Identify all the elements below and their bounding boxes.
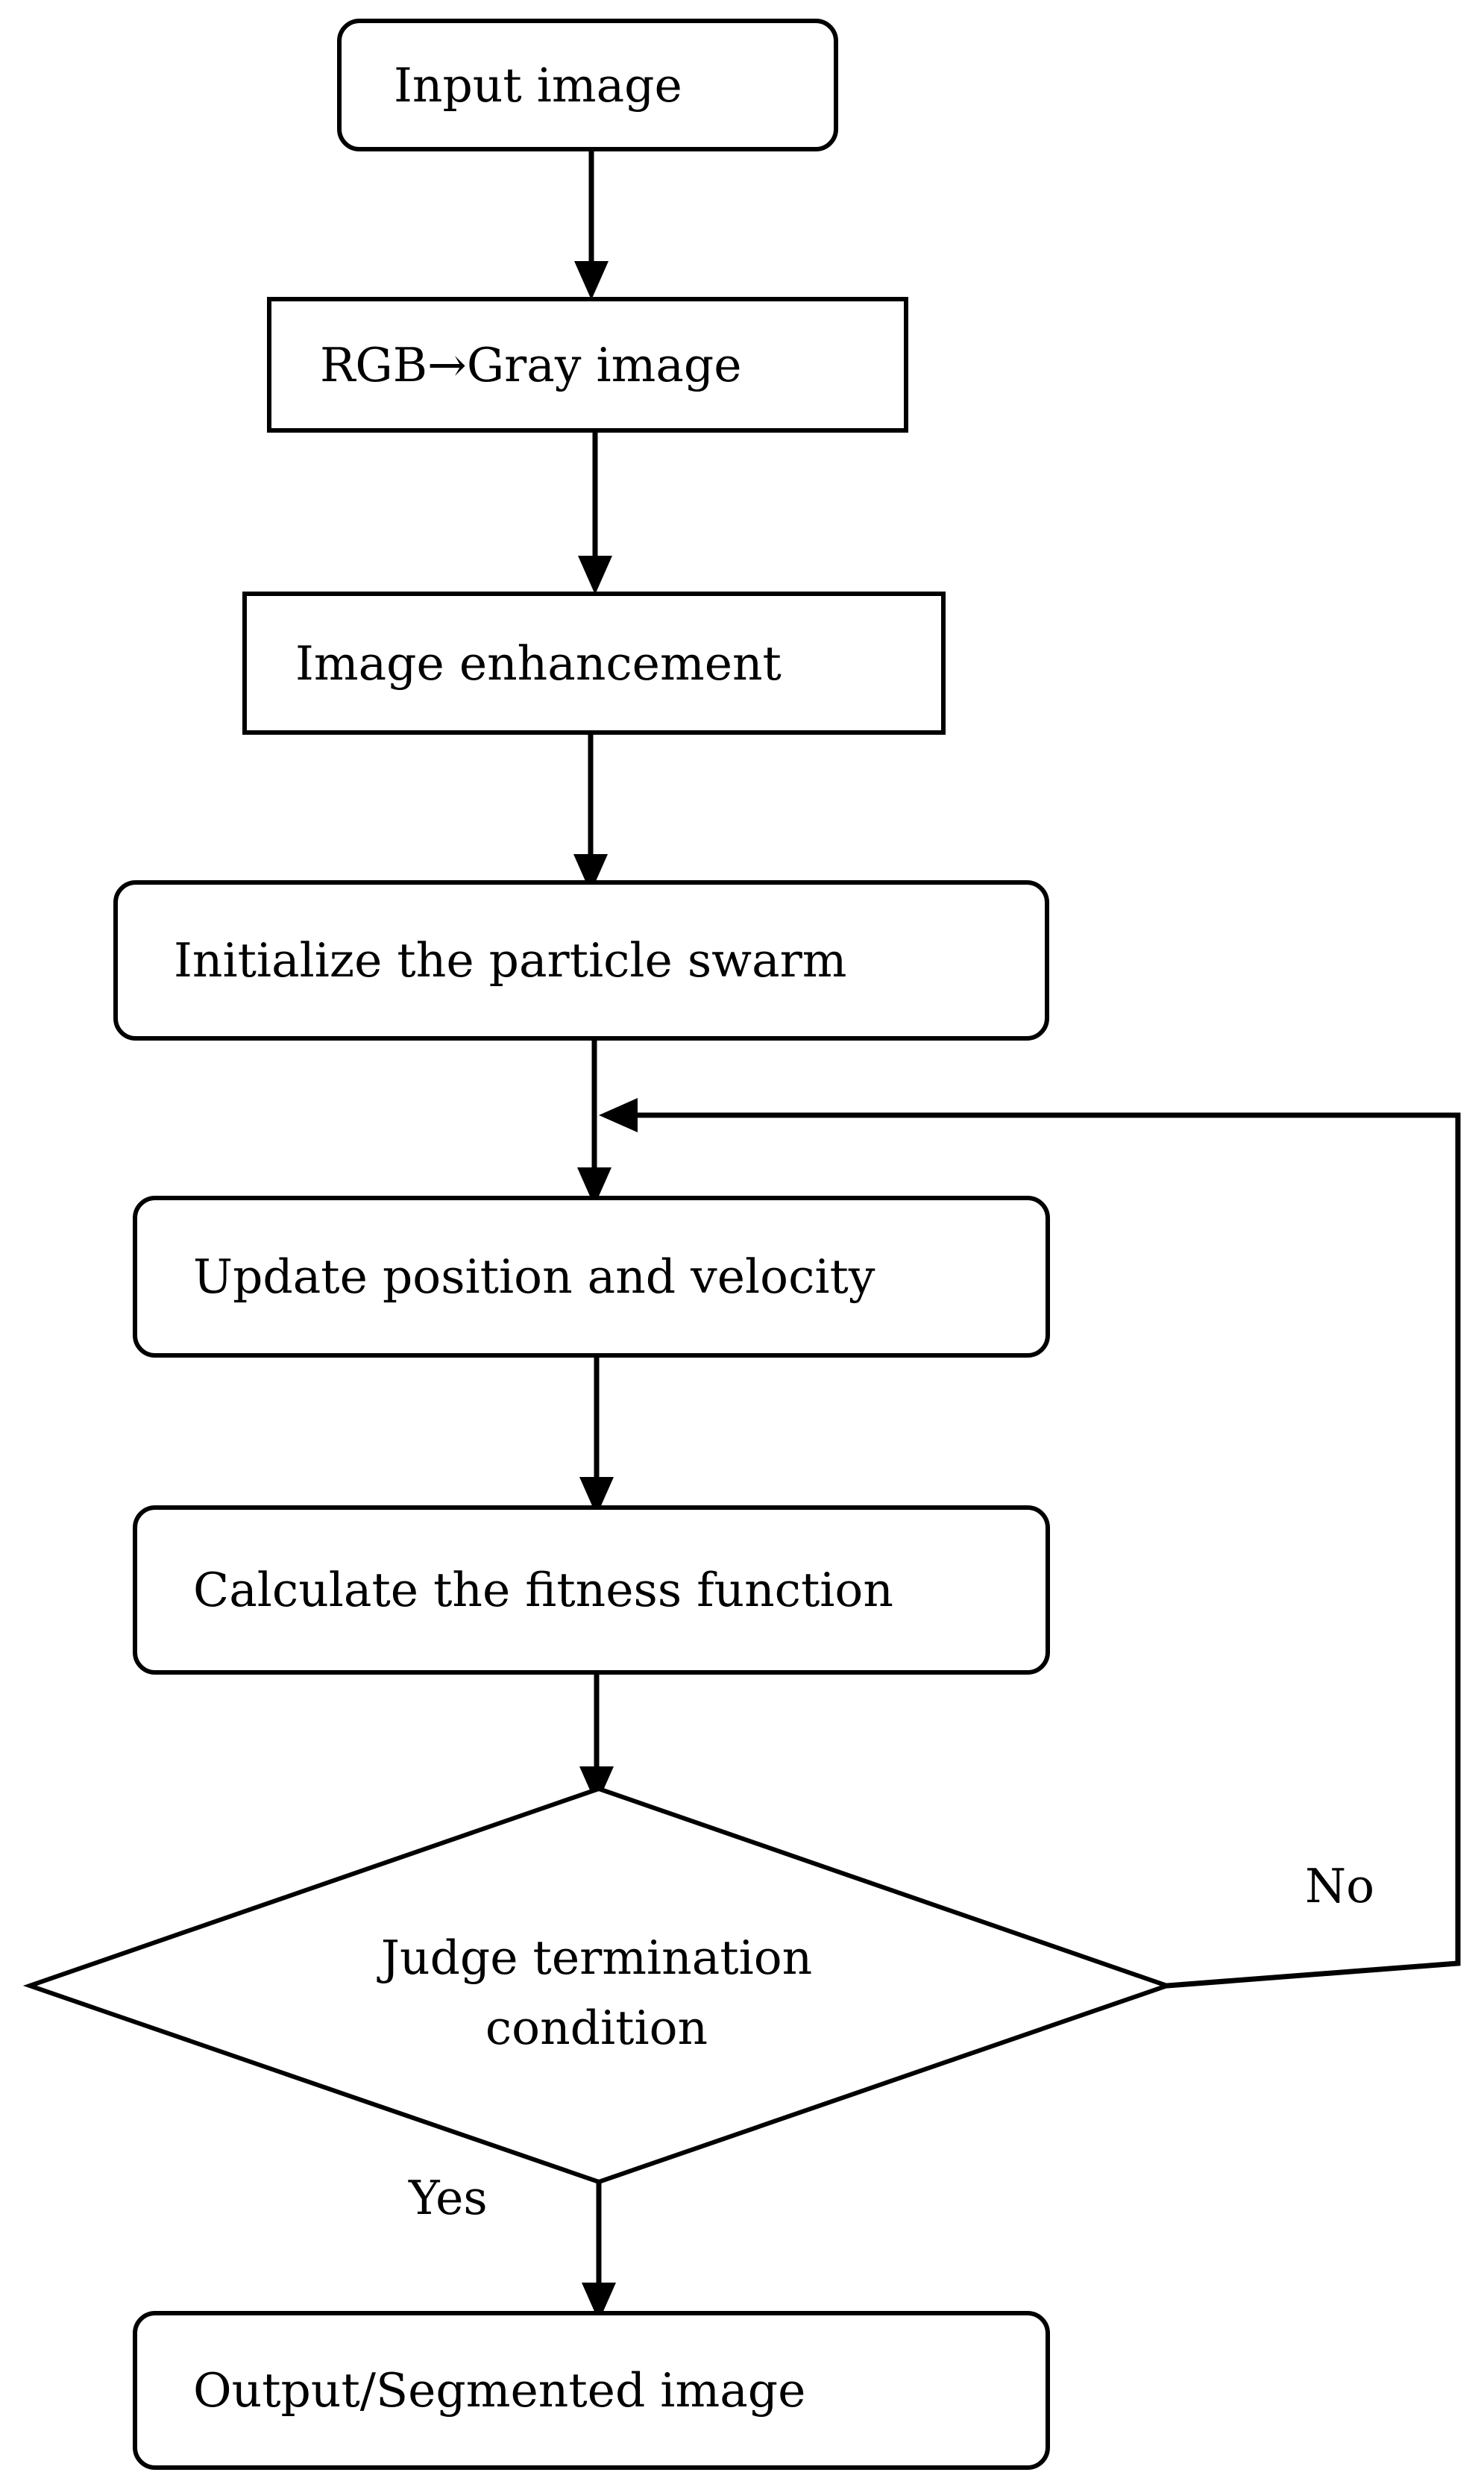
arrowhead-update xyxy=(577,1167,611,1206)
arrowhead-gray xyxy=(574,261,609,300)
output-segmented-node: Output/Segmented image xyxy=(133,2311,1050,2470)
input-image-label: Input image xyxy=(394,57,682,113)
edge-judge-no-loop xyxy=(635,1112,1461,1989)
update-position-label: Update position and velocity xyxy=(193,1249,875,1304)
fitness-function-node: Calculate the fitness function xyxy=(133,1505,1050,1675)
arrowhead-init xyxy=(573,854,608,893)
no-branch-label: No xyxy=(1305,1859,1375,1913)
arrowhead-judge xyxy=(579,1766,614,1805)
arrowhead-loop xyxy=(599,1098,638,1132)
arrowhead-output xyxy=(582,2283,616,2321)
judge-termination-label: Judge termination condition xyxy=(295,1923,899,2063)
image-enhancement-label: Image enhancement xyxy=(295,636,782,691)
initialize-swarm-label: Initialize the particle swarm xyxy=(174,933,847,988)
judge-termination-line2: condition xyxy=(485,2001,708,2055)
yes-branch-label: Yes xyxy=(409,2171,488,2225)
initialize-swarm-node: Initialize the particle swarm xyxy=(113,880,1049,1041)
judge-termination-line1: Judge termination xyxy=(380,1931,813,1985)
input-image-node: Input image xyxy=(337,19,838,151)
judge-diamond xyxy=(22,1786,1175,2185)
fitness-function-label: Calculate the fitness function xyxy=(193,1563,893,1617)
output-segmented-label: Output/Segmented image xyxy=(193,2363,806,2418)
update-position-node: Update position and velocity xyxy=(133,1196,1050,1358)
arrowhead-fitness xyxy=(579,1477,614,1516)
image-enhancement-node: Image enhancement xyxy=(242,592,946,735)
rgb-to-gray-node: RGB→Gray image xyxy=(267,297,908,433)
arrowhead-enhance xyxy=(578,556,612,595)
rgb-to-gray-label: RGB→Gray image xyxy=(320,337,742,392)
